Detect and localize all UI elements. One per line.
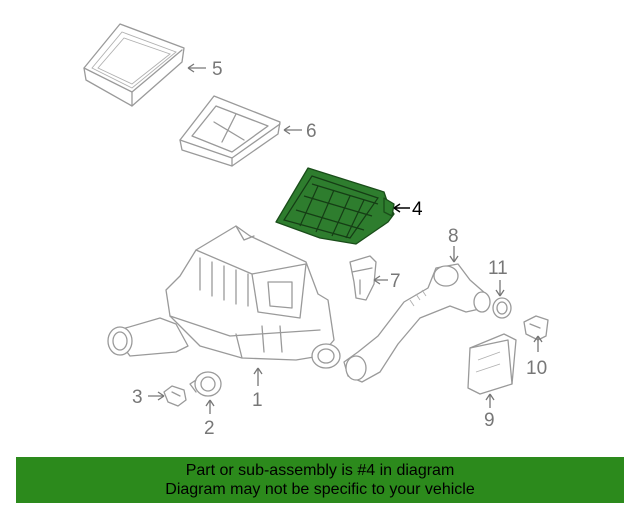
leader-7 <box>373 275 388 285</box>
callout-8: 8 <box>448 226 459 247</box>
leader-6 <box>283 125 302 135</box>
part-4-air-cleaner-cover[interactable] <box>275 167 395 245</box>
leader-4 <box>393 203 410 213</box>
callout-1: 1 <box>252 390 263 411</box>
part-2-grommet[interactable] <box>189 371 222 397</box>
part-6-filter-frame[interactable] <box>179 95 281 167</box>
callout-3: 3 <box>132 387 143 408</box>
banner-line-2: Diagram may not be specific to your vehi… <box>165 481 475 498</box>
callout-2: 2 <box>204 418 215 439</box>
leader-8 <box>449 246 459 263</box>
leader-3 <box>148 391 165 401</box>
callout-labels: 5 6 4 8 7 11 10 9 1 2 3 <box>132 59 547 439</box>
part-11-clamp[interactable] <box>492 297 512 319</box>
leader-lines <box>148 63 543 414</box>
leader-1 <box>253 367 263 386</box>
callout-4: 4 <box>412 199 423 220</box>
callout-7: 7 <box>390 271 401 292</box>
leader-11 <box>495 280 505 297</box>
callout-5: 5 <box>212 59 223 80</box>
leader-2 <box>205 399 215 414</box>
parts-diagram: 5 6 4 8 7 11 10 9 1 2 3 <box>83 23 549 439</box>
info-banner: Part or sub-assembly is #4 in diagram Di… <box>16 457 624 503</box>
leader-5 <box>187 63 206 73</box>
callout-11: 11 <box>488 258 508 279</box>
callout-10: 10 <box>526 358 547 379</box>
part-5-air-filter[interactable] <box>83 23 185 107</box>
part-3-clip[interactable] <box>163 385 187 407</box>
part-8-intake-tube[interactable] <box>343 263 491 383</box>
leader-10 <box>533 335 543 352</box>
part-9-resonator[interactable] <box>467 333 517 395</box>
banner-line-1: Part or sub-assembly is #4 in diagram <box>185 462 455 479</box>
callout-6: 6 <box>306 121 317 142</box>
leader-9 <box>485 393 495 408</box>
part-7-airflow-sensor[interactable] <box>349 255 377 301</box>
callout-9: 9 <box>484 410 495 431</box>
part-1-air-cleaner-housing[interactable] <box>107 225 341 369</box>
part-10-bracket[interactable] <box>523 315 549 341</box>
